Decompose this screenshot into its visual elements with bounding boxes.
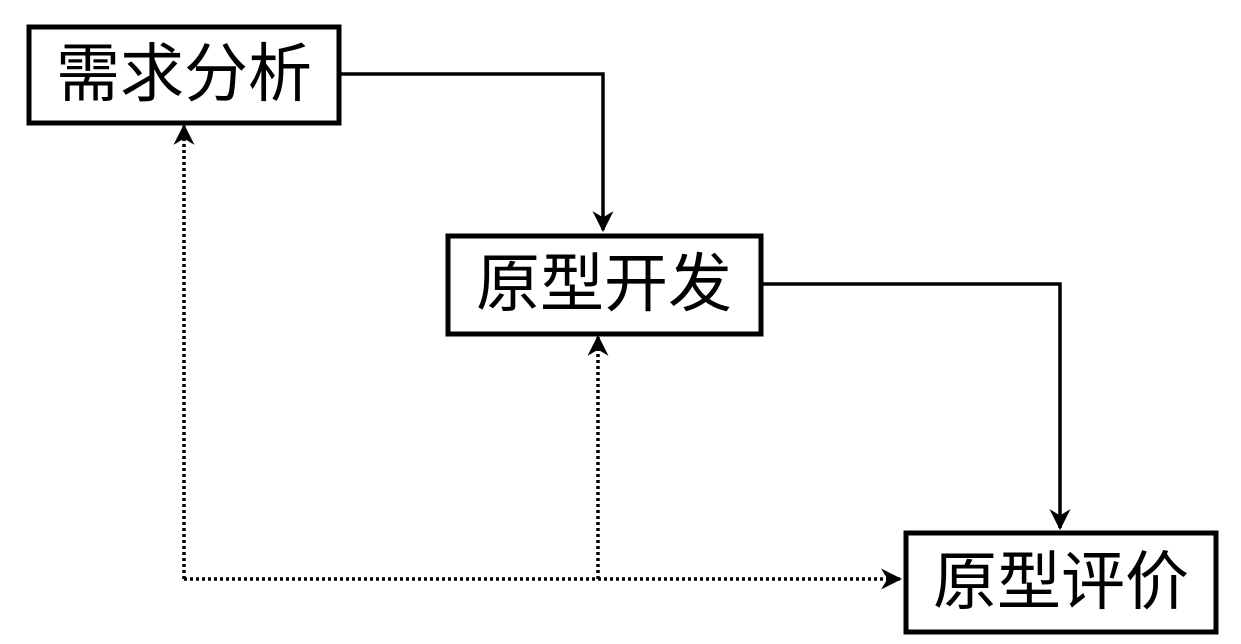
node-prototype-development: 原型开发: [445, 233, 764, 337]
node-requirements-analysis: 需求分析: [26, 24, 342, 126]
node-requirements-label: 需求分析: [56, 38, 312, 112]
node-prototype-dev-label: 原型开发: [476, 248, 732, 322]
edge-dev-to-eval: [761, 282, 1071, 531]
node-prototype-evaluation: 原型评价: [903, 530, 1219, 635]
edge-requirements-to-dev: [339, 72, 614, 233]
node-prototype-eval-label: 原型评价: [933, 546, 1189, 620]
